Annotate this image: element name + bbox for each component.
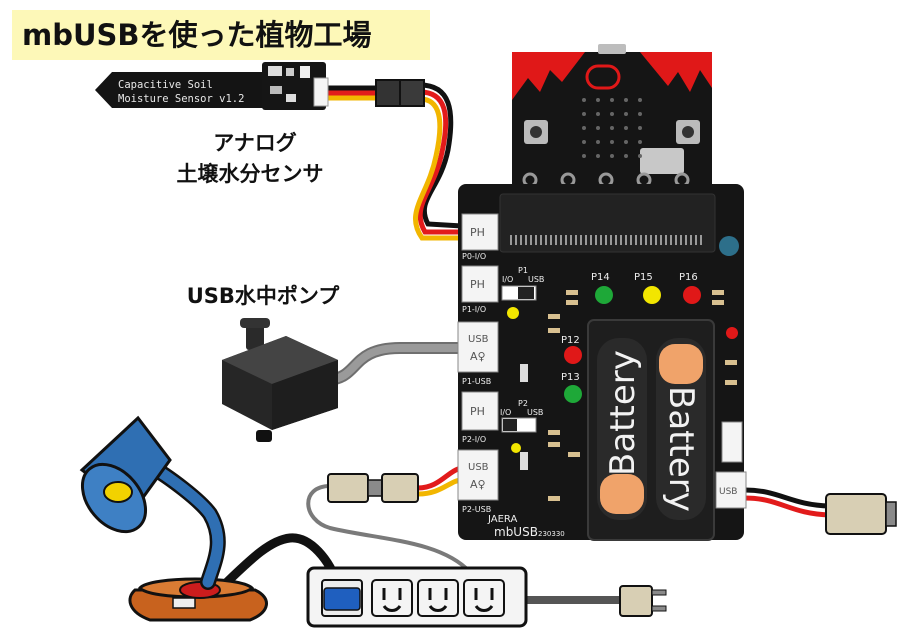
usb-out-port: USB <box>715 421 747 509</box>
pump-cable <box>322 342 466 386</box>
led-p15: P15 <box>634 272 661 304</box>
switch-p2-right: USB <box>527 408 543 417</box>
page-title: mbUSBを使った植物工場 <box>12 10 430 60</box>
sensor-connector <box>375 79 425 107</box>
port-p0-io: PH P0-I/O <box>461 213 499 261</box>
outlet-3 <box>463 579 505 617</box>
outlet-2 <box>417 579 459 617</box>
port-p2-usb-label: USB <box>468 462 489 473</box>
port-p2-usb-icon: A♀ <box>470 478 486 491</box>
port-p1-usb-icon: A♀ <box>470 350 486 363</box>
port-p0-sub: P0-I/O <box>462 252 486 261</box>
board-brand: JAERA <box>487 514 517 525</box>
outlet-1 <box>371 579 413 617</box>
port-p0-label: PH <box>470 226 485 239</box>
port-p2-usb-sub: P2-USB <box>462 505 491 514</box>
led-p16-label: P16 <box>679 272 698 283</box>
wall-plug <box>619 585 667 617</box>
switch-p2-title: P2 <box>518 399 528 408</box>
sensor-cable <box>325 82 463 241</box>
pump-label: USB水中ポンプ <box>186 284 340 308</box>
led-p12: P12 <box>561 335 582 364</box>
microbit <box>512 44 712 192</box>
led-p12-label: P12 <box>561 335 580 346</box>
desk-lamp <box>79 415 268 622</box>
usb-out-plug <box>825 493 897 535</box>
port-p2-label: PH <box>470 405 485 418</box>
port-p1-usb: USB A♀ P1-USB <box>457 321 499 386</box>
resistors <box>520 290 737 501</box>
battery-left: Battery <box>597 338 647 520</box>
usb-water-pump <box>222 318 338 442</box>
switch-p1: P1 I/O USB <box>501 266 544 301</box>
strip-switch <box>321 579 363 617</box>
board-code: 230330 <box>538 530 565 538</box>
usb-out-label: USB <box>719 487 737 497</box>
battery-right-label: Battery <box>661 386 701 512</box>
port-p1-usb-label: USB <box>468 334 489 345</box>
port-p2-usb: USB A♀ P2-USB <box>457 449 499 514</box>
port-p1-label: PH <box>470 278 485 291</box>
switch-p2-left: I/O <box>500 408 511 417</box>
switch-p1-title: P1 <box>518 266 528 275</box>
battery-left-label: Battery <box>603 350 643 476</box>
led-p16: P16 <box>679 272 701 304</box>
soil-moisture-sensor: Capacitive Soil Moisture Sensor v1.2 <box>95 62 329 110</box>
power-strip <box>306 566 528 628</box>
battery-right: Battery <box>656 338 706 520</box>
sensor-text-line2: Moisture Sensor v1.2 <box>118 93 244 105</box>
switch-p1-left: I/O <box>502 275 513 284</box>
port-p2-io: PH P2-I/O <box>461 391 499 444</box>
usb-out-cable <box>744 487 831 518</box>
sensor-label-line2: 土壌水分センサ <box>176 162 324 186</box>
led-p13: P13 <box>561 372 582 403</box>
port-p1-sub: P1-I/O <box>462 305 486 314</box>
led-p15-label: P15 <box>634 272 653 283</box>
board-name: mbUSB <box>494 525 538 539</box>
battery-holder: Battery Battery <box>587 319 715 541</box>
port-p2-sub: P2-I/O <box>462 435 486 444</box>
led-p13-label: P13 <box>561 372 580 383</box>
switch-p2: P2 I/O USB <box>500 399 543 433</box>
led-matrix <box>582 98 642 158</box>
switch-p1-right: USB <box>528 275 544 284</box>
lamp-connector <box>327 473 419 503</box>
port-p1-io: PH P1-I/O <box>461 265 499 314</box>
led-p14: P14 <box>591 272 613 304</box>
led-p14-label: P14 <box>591 272 610 283</box>
sensor-text-line1: Capacitive Soil <box>118 79 213 91</box>
port-p1-usb-sub: P1-USB <box>462 377 491 386</box>
sensor-label-line1: アナログ <box>213 131 297 155</box>
